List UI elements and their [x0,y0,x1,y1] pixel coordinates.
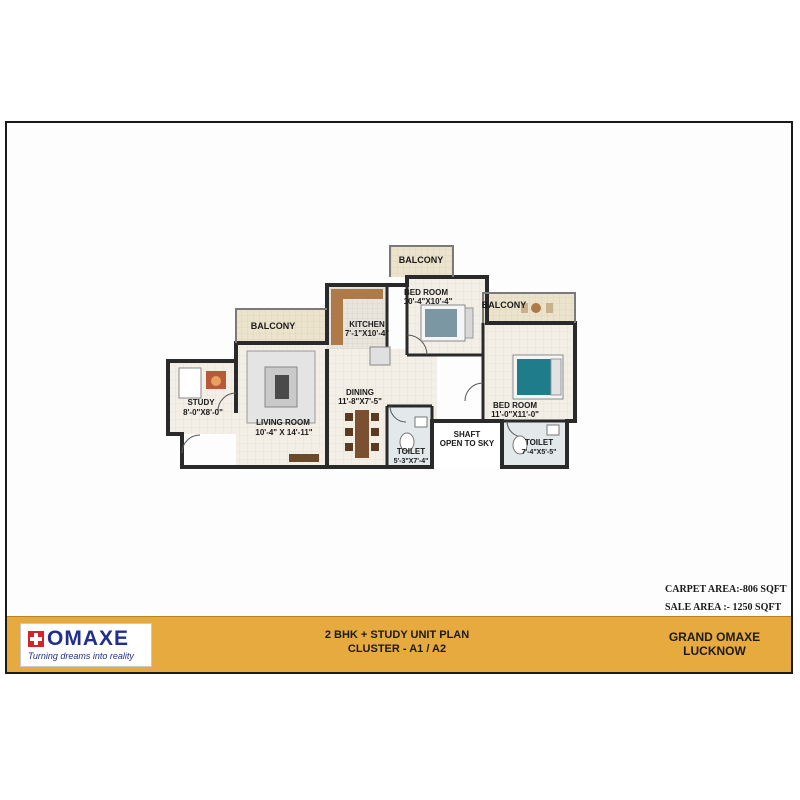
project-line-2: LUCKNOW [683,644,746,658]
omaxe-logo: OMAXE Turning dreams into reality [20,623,152,667]
living-furniture [246,350,319,462]
kitchen-size: 7'-1"X10'-4" [345,329,390,338]
plan-cluster: CLUSTER - A1 / A2 [347,643,447,655]
carpet-area: CARPET AREA:-806 SQFT [665,584,787,595]
balcony-right-floor [483,293,575,323]
dining-label: DINING [346,388,374,397]
door-swings [181,334,524,454]
shaft-sublabel: OPEN TO SKY [440,439,495,448]
omaxe-logo-mark-icon [28,631,44,647]
toilet-fixtures [399,416,560,455]
balcony-right-label: BALCONY [482,300,527,310]
balcony-left-label: BALCONY [251,321,296,331]
sale-area: SALE AREA :- 1250 SQFT [665,602,782,613]
bedroom-1-label: BED ROOM [404,288,448,297]
balcony-top-floor [390,246,453,277]
plan-type: 2 BHK + STUDY UNIT PLAN [324,629,470,641]
dining-table [345,410,379,458]
study-size: 8'-0"X8'-0" [183,408,223,417]
bed-2 [512,354,564,400]
toilet-1-size: 5'-3"X7'-4" [394,458,429,465]
kitchen-label: KITCHEN [349,320,385,329]
project-name: GRAND OMAXE LUCKNOW [632,630,797,658]
study-label: STUDY [187,398,215,407]
logo-name: OMAXE [47,627,130,650]
shaft-label: SHAFT [454,430,481,439]
kitchen-counter [331,289,391,366]
project-line-1: GRAND OMAXE [668,630,761,644]
bedroom-2-size: 11'-0"X11'-0" [491,410,539,419]
floor-plan-diagram: BALCONY BALCONY BALCONY BED ROOM 10'-4"X… [166,245,577,469]
toilet-1-label: TOILET [397,447,425,456]
bedroom-1-size: 10'-4"X10'-4" [404,297,453,306]
living-size: 10'-4" X 14'-11" [255,428,312,437]
balcony-top-label: BALCONY [399,255,444,265]
footer-band: OMAXE Turning dreams into reality 2 BHK … [7,616,791,672]
dining-size: 11'-8"X7'-5" [338,397,382,406]
balcony-furniture [521,303,553,313]
study-furniture [178,367,226,399]
shaft-floor [432,421,502,467]
walls [166,275,577,469]
balcony-rails [235,245,576,343]
floor-plan-sheet: BALCONY BALCONY BALCONY BED ROOM 10'-4"X… [5,121,793,674]
toilet-2-size: 7'-4"X5'-5" [522,449,557,456]
bedroom-2-label: BED ROOM [493,401,537,410]
plan-title: 2 BHK + STUDY UNIT PLAN CLUSTER - A1 / A… [297,628,497,656]
room-labels: BALCONY BALCONY BALCONY BED ROOM 10'-4"X… [183,255,556,465]
living-label: LIVING ROOM [256,418,310,427]
toilet-2-label: TOILET [525,438,553,447]
balcony-left-floor [236,309,327,343]
logo-tagline: Turning dreams into reality [28,651,134,661]
bed-1 [420,304,474,342]
